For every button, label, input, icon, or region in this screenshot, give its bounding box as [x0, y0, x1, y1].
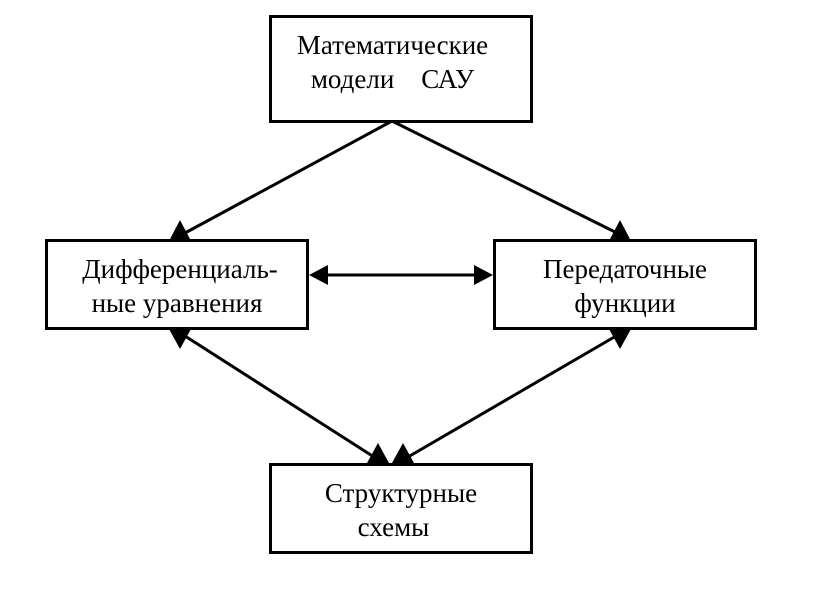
node-transfer-functions: Передаточные функции [493, 239, 757, 330]
arrow-math-to-transfer [391, 119, 618, 235]
arrow-differential-structural [184, 334, 375, 459]
arrowhead [367, 443, 389, 463]
node-label-line: модели САУ [310, 64, 475, 94]
node-label-line: Структурные [324, 478, 478, 508]
arrowhead [609, 329, 631, 349]
arrowhead [392, 443, 414, 463]
node-label-line: функции [574, 288, 676, 318]
arrowhead [474, 265, 493, 285]
arrow-math-to-differential [184, 119, 393, 235]
node-label-line: схемы [357, 512, 430, 542]
arrowhead [609, 220, 631, 241]
node-differential-equations: Дифференциаль- ные уравнения [45, 239, 309, 330]
arrow-transfer-structural [407, 334, 617, 459]
arrowhead [309, 265, 328, 285]
arrowhead [169, 329, 191, 349]
node-label-line: Математические [296, 30, 489, 60]
node-label-line: Дифференциаль- [82, 254, 278, 284]
node-structural-schemes: Структурные схемы [269, 463, 533, 554]
arrowhead [169, 220, 191, 241]
node-math-models: Математические модели САУ [269, 15, 533, 123]
node-label-line: Передаточные [542, 254, 708, 284]
node-label-line: ные уравнения [91, 288, 263, 318]
